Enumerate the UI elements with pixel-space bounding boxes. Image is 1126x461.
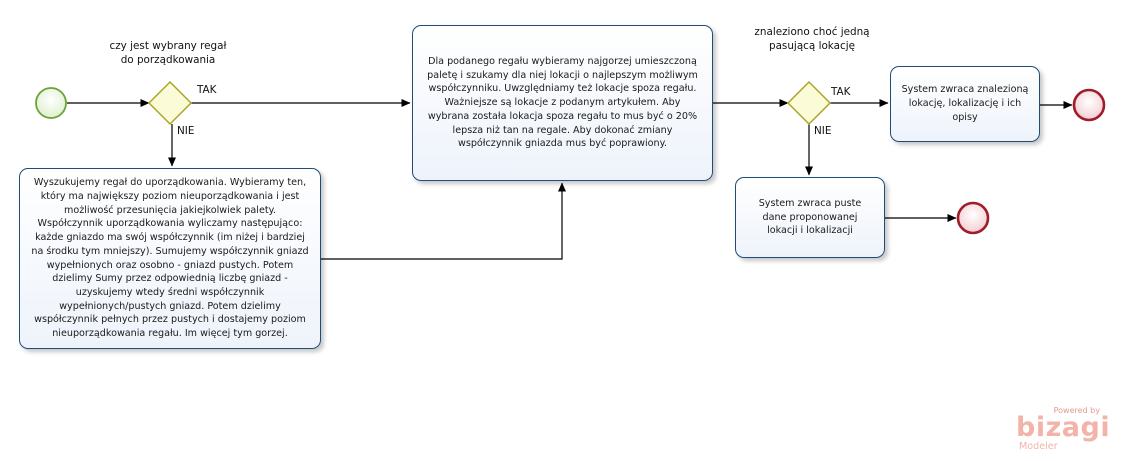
task-find-rack[interactable]: Wyszukujemy regał do uporządkowania. Wyb…: [19, 168, 321, 349]
powered-by-text: Powered by: [1053, 406, 1100, 415]
gateway-2-no-label: NIE: [814, 125, 832, 137]
end-event-2[interactable]: [956, 201, 990, 235]
task-return-found-location[interactable]: System zwraca znalezioną lokację, lokali…: [890, 66, 1040, 142]
task-return-empty-data[interactable]: System zwraca puste dane proponowanej lo…: [735, 177, 885, 258]
task-return-found-location-text: System zwraca znalezioną lokację, lokali…: [901, 84, 1029, 123]
sequence-flows: [67, 99, 1073, 260]
gateway-1-label: czy jest wybrany regał do porządkowania: [109, 40, 227, 66]
bizagi-logo: bizagi: [1016, 412, 1111, 443]
gateway-1[interactable]: [147, 80, 193, 126]
bizagi-watermark: Powered by bizagi Modeler: [1010, 406, 1110, 454]
task-find-rack-text: Wyszukujemy regał do uporządkowania. Wyb…: [31, 177, 309, 340]
end-event-1[interactable]: [1072, 88, 1106, 122]
modeler-text: Modeler: [1019, 441, 1058, 452]
start-event[interactable]: [35, 87, 67, 119]
gateway-2-yes-label: TAK: [831, 86, 851, 98]
gateway-2-label: znaleziono choć jedną pasującą lokację: [754, 26, 870, 52]
task-choose-pallet-location[interactable]: Dla podanego regału wybieramy najgorzej …: [412, 25, 713, 181]
gateway-1-yes-label: TAK: [197, 84, 217, 96]
flow-task1-to-task2[interactable]: [321, 182, 566, 260]
task-return-empty-data-text: System zwraca puste dane proponowanej lo…: [758, 197, 862, 237]
task-choose-pallet-location-text: Dla podanego regału wybieramy najgorzej …: [427, 55, 698, 150]
gateway-1-no-label: NIE: [177, 125, 195, 137]
gateway-2[interactable]: [786, 80, 832, 126]
